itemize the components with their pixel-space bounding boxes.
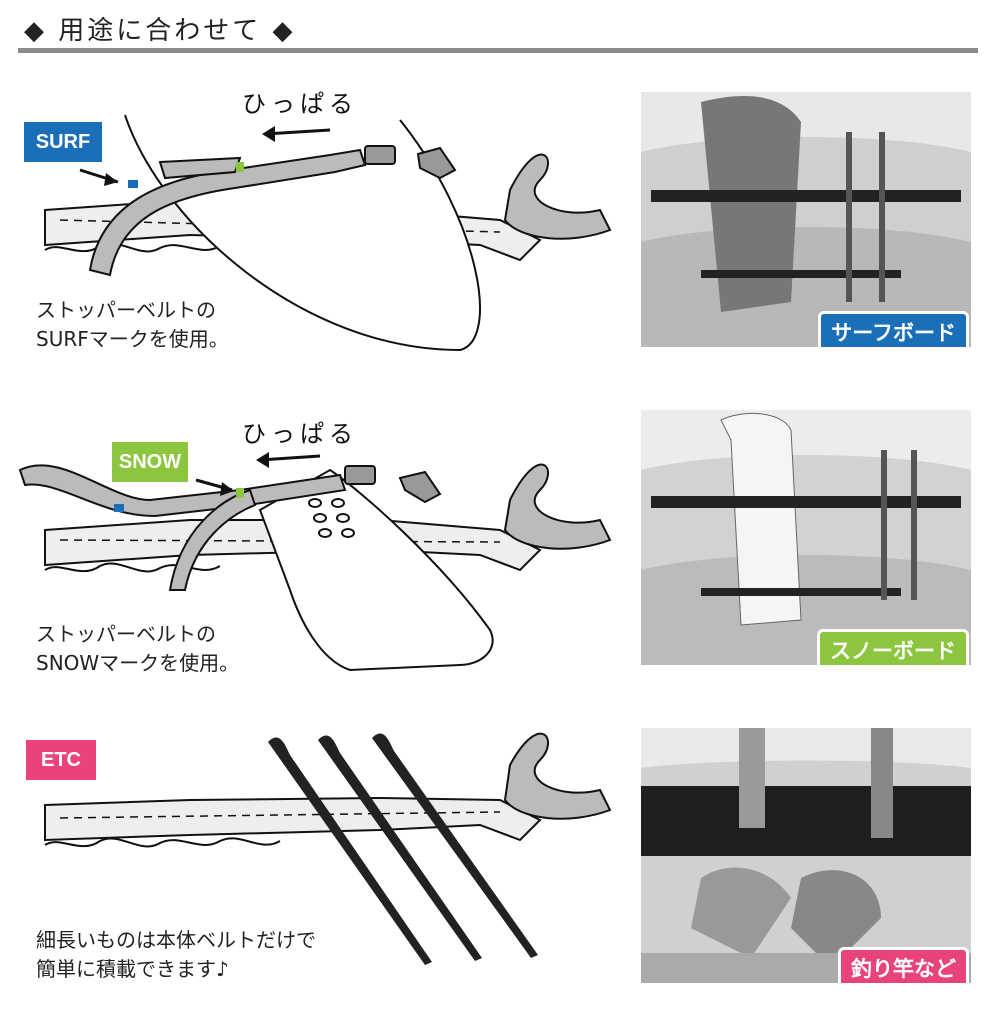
etc-caption: 細長いものは本体ベルトだけで 簡単に積載できます♪	[36, 926, 316, 984]
page-header: ◆ 用途に合わせて ◆	[18, 6, 978, 54]
section-snow: SNOW ひっぱる ストッパーベルトの SNOWマークを使用。 スノーボード	[0, 390, 1005, 710]
etc-tag: ETC	[26, 740, 96, 780]
fishing-rod-badge: 釣り竿など	[838, 947, 969, 983]
snow-tag: SNOW	[112, 442, 188, 482]
surf-caption: ストッパーベルトの SURFマークを使用。	[36, 296, 229, 354]
surfboard-photo: サーフボード	[641, 92, 971, 347]
pull-label: ひっぱる	[242, 420, 358, 448]
surf-tag: SURF	[24, 122, 102, 162]
snowboard-badge: スノーボード	[817, 629, 969, 665]
page-title: ◆ 用途に合わせて ◆	[24, 16, 296, 46]
snowboard-photo: スノーボード	[641, 410, 971, 665]
surfboard-badge: サーフボード	[818, 311, 969, 347]
section-surf: SURF ひっぱる ストッパーベルトの SURFマークを使用。 サーフボード	[0, 70, 1005, 390]
caption-line: 細長いものは本体ベルトだけで	[36, 928, 316, 952]
snow-strap-illustration	[18, 452, 612, 672]
header-divider	[18, 48, 978, 53]
caption-line: SNOWマークを使用。	[36, 651, 240, 675]
section-etc: ETC 細長いものは本体ベルトだけで 簡単に積載できます♪ 釣り竿など	[0, 700, 1005, 1020]
surf-strap-illustration	[44, 114, 612, 352]
etc-strap-illustration	[44, 732, 612, 965]
pull-label: ひっぱる	[242, 90, 358, 118]
fishing-rod-photo: 釣り竿など	[641, 728, 971, 983]
caption-line: 簡単に積載できます♪	[36, 957, 229, 981]
caption-line: ストッパーベルトの	[36, 622, 216, 646]
snow-caption: ストッパーベルトの SNOWマークを使用。	[36, 620, 239, 678]
caption-line: SURFマークを使用。	[36, 327, 229, 351]
caption-line: ストッパーベルトの	[36, 298, 216, 322]
